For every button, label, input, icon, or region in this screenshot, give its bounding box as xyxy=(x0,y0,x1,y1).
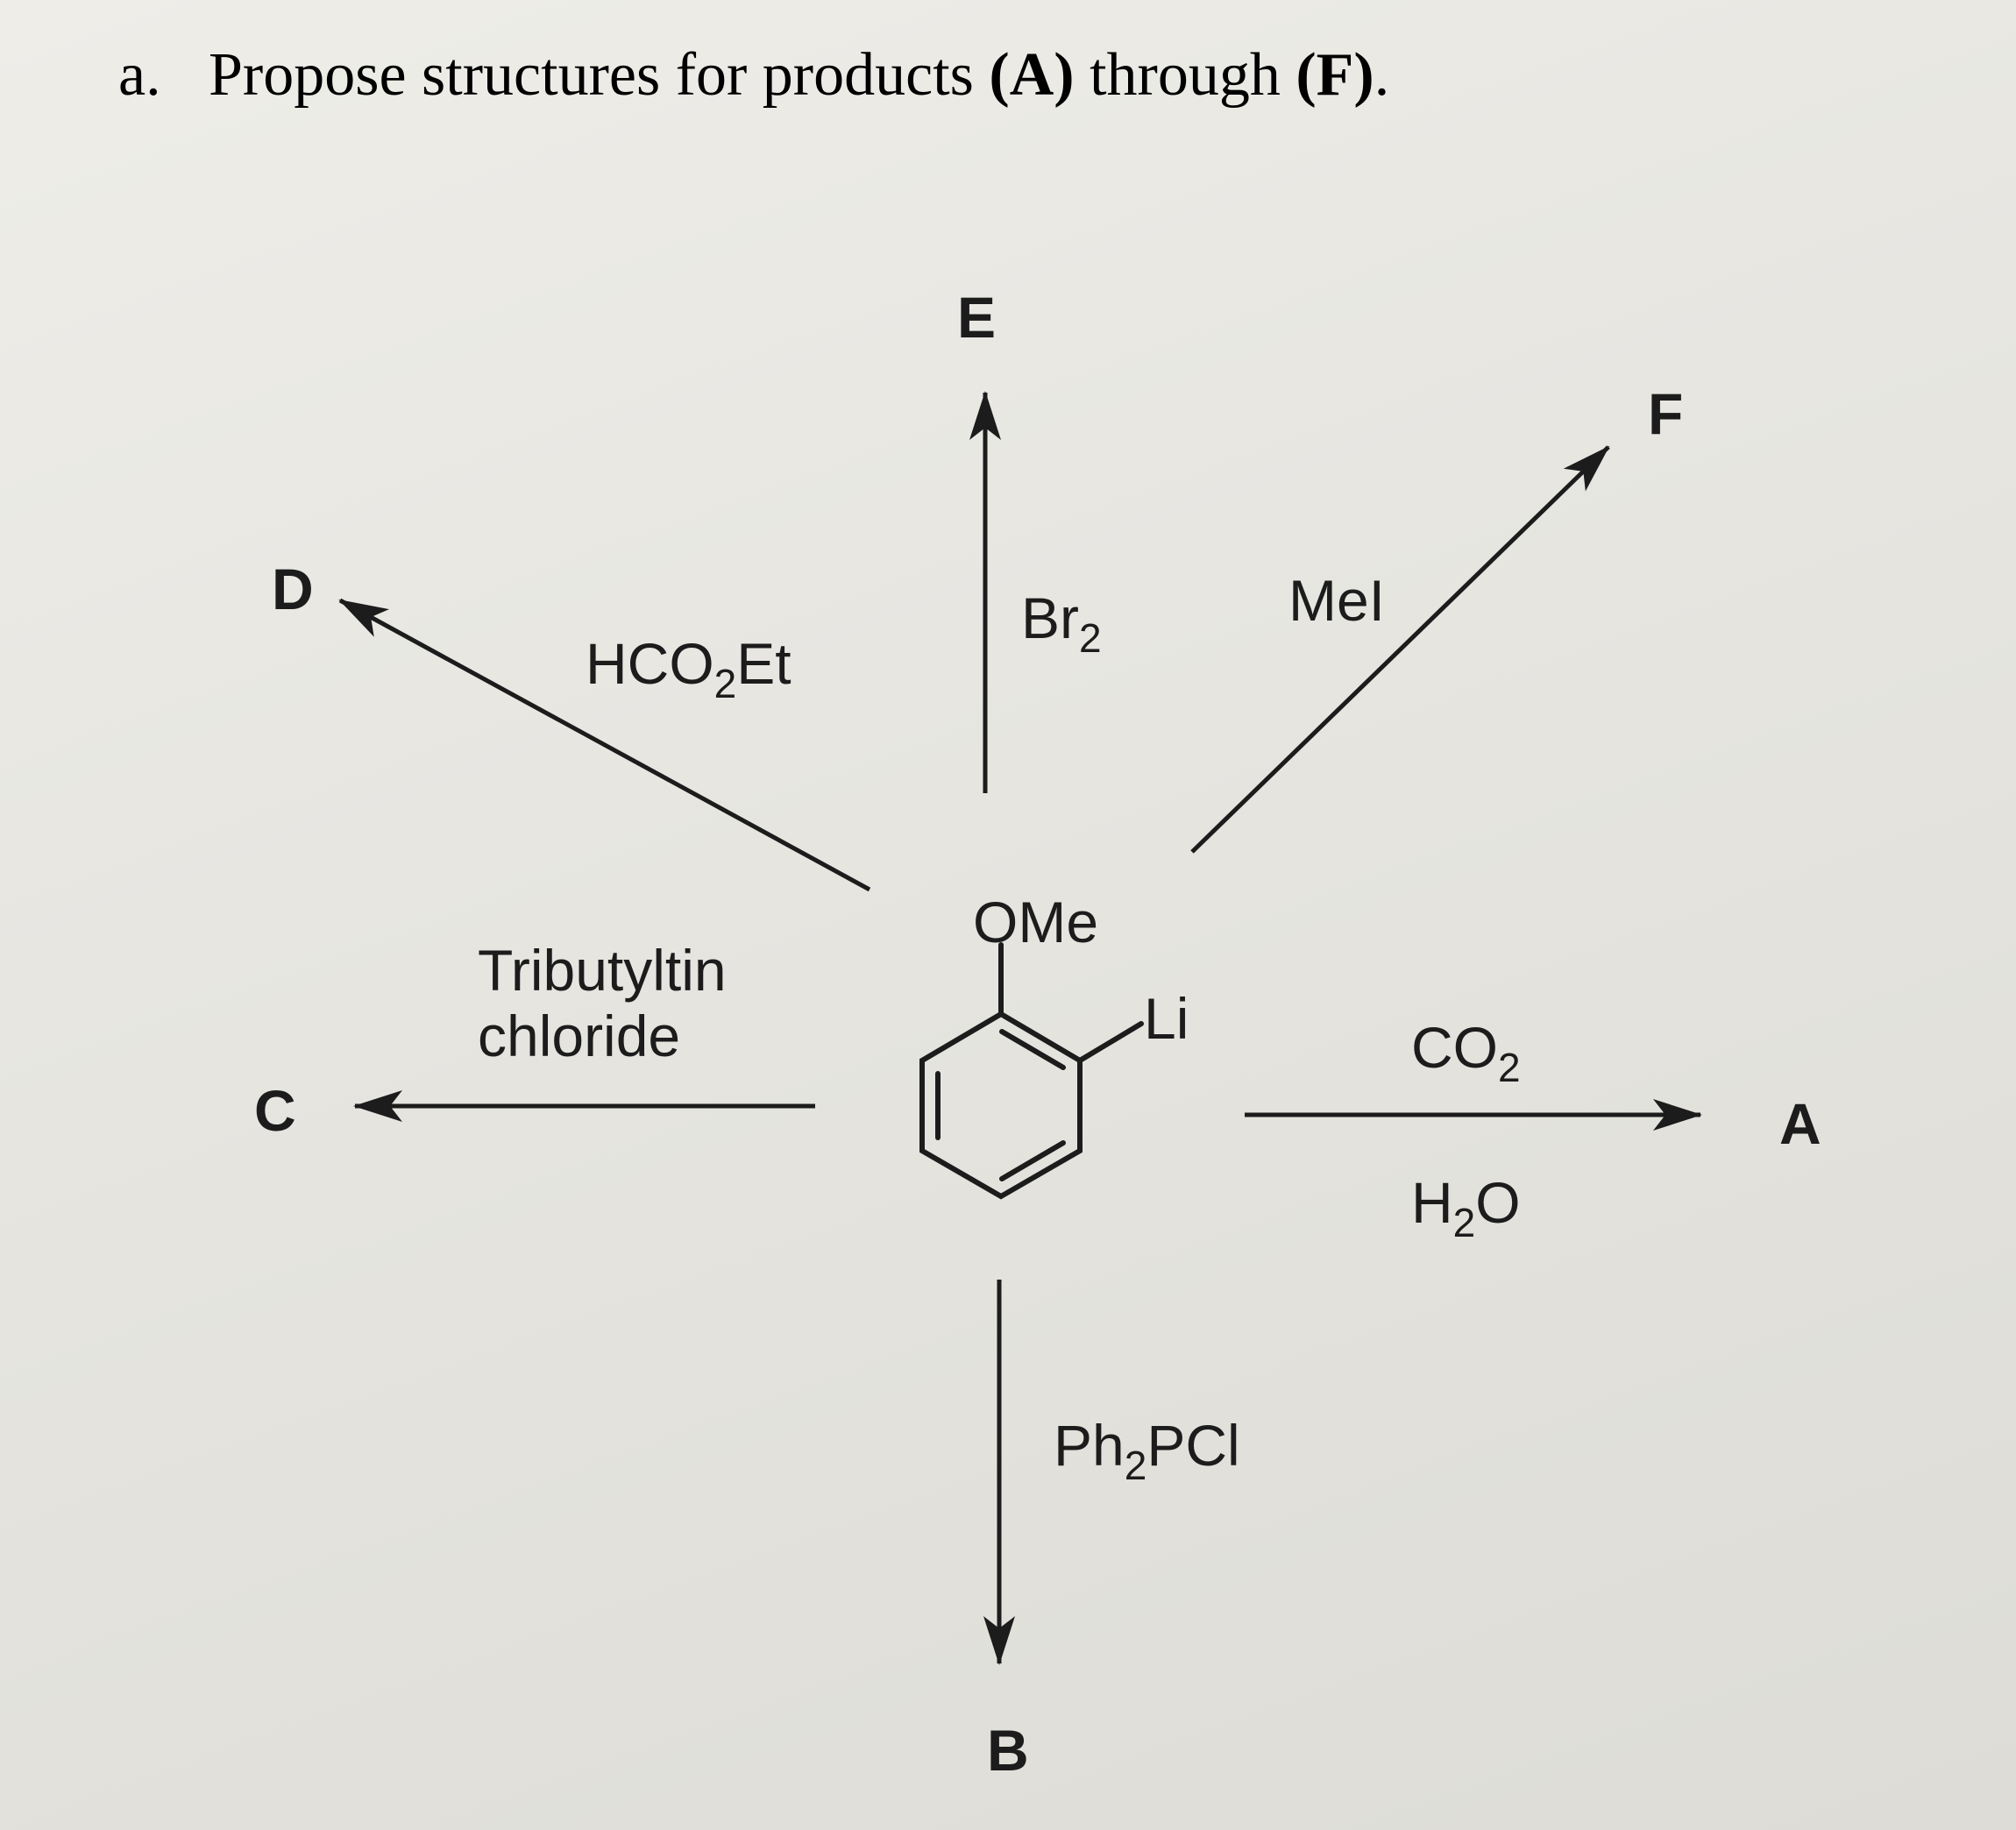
ring-double-bond-3 xyxy=(999,1140,1066,1181)
organolithium-structure xyxy=(919,942,1144,1200)
arrow-to-d xyxy=(338,598,871,892)
li-label: Li xyxy=(1144,986,1189,1051)
product-d: D xyxy=(272,557,314,621)
product-f: F xyxy=(1648,381,1683,446)
product-b: B xyxy=(987,1718,1029,1783)
reagent-ph2pcl: Ph2PCl xyxy=(1054,1413,1240,1488)
benzene-ring xyxy=(919,1011,1083,1200)
product-e: E xyxy=(957,285,996,350)
reagent-co2: CO2 xyxy=(1411,1015,1521,1090)
product-c: C xyxy=(254,1078,296,1143)
ome-label: OMe xyxy=(973,890,1098,954)
reagent-br2: Br2 xyxy=(1021,585,1102,661)
reagent-hco2et: HCO2Et xyxy=(586,631,791,706)
reagent-tributyltin-line2: chloride xyxy=(478,1004,680,1068)
reagent-mei: MeI xyxy=(1288,568,1385,633)
reagent-h2o: H2O xyxy=(1411,1170,1521,1245)
ring-double-bond-2 xyxy=(999,1029,1066,1070)
arrow-to-f xyxy=(1190,445,1610,854)
reagent-tributyltin-line1: Tributyltin xyxy=(478,938,727,1003)
li-bond xyxy=(1077,1021,1144,1063)
product-a: A xyxy=(1779,1091,1821,1156)
question-text: a. Propose structures for products (A) t… xyxy=(118,41,1389,109)
